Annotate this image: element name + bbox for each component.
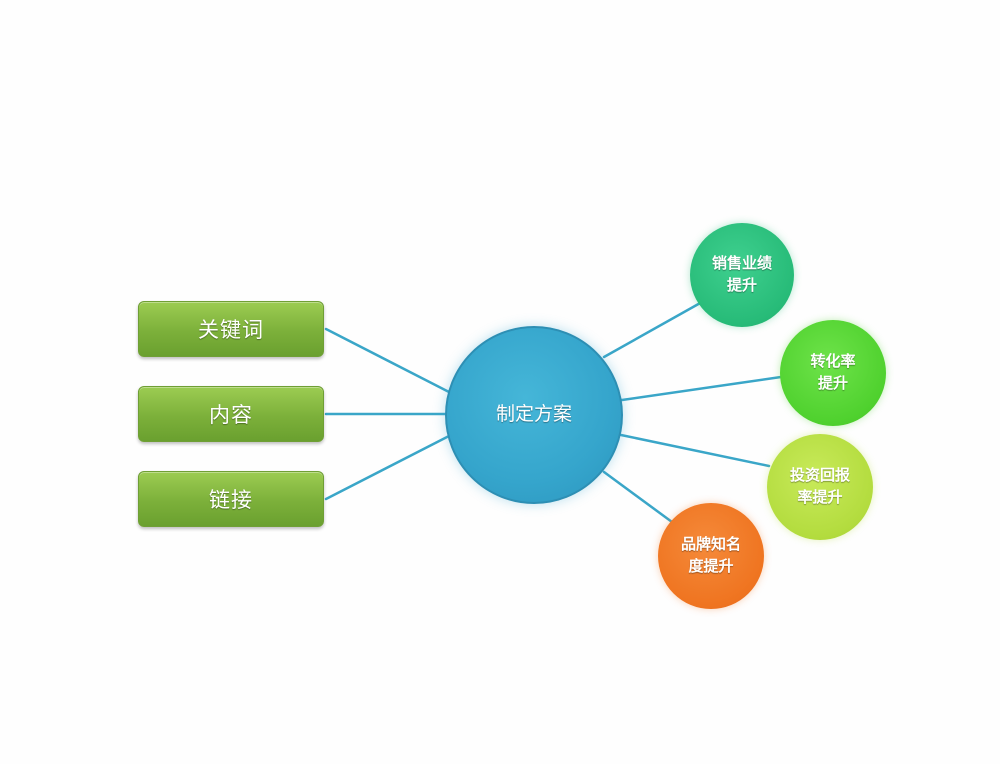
connector-roi [619,433,771,468]
connector-links [324,434,451,501]
node-brand-awareness: 品牌知名 度提升 [658,503,764,609]
connector-sales [602,300,704,359]
node-content-label: 内容 [209,403,253,427]
node-links: 链接 [138,471,324,527]
node-sales-line2: 提升 [726,276,757,294]
node-roi-line2: 率提升 [797,488,843,506]
center-node-label: 制定方案 [495,403,572,426]
node-links-label: 链接 [209,488,253,512]
node-sales-performance: 销售业绩 提升 [690,223,794,327]
connector-keywords [324,327,451,394]
node-brand-line1: 品牌知名 [680,535,741,554]
center-node: 制定方案 [445,326,623,504]
node-roi: 投资回报 率提升 [767,434,873,540]
connector-conversion [620,375,783,402]
node-sales-line1: 销售业绩 [711,254,772,273]
node-brand-line2: 度提升 [688,557,734,575]
node-conversion-line2: 提升 [817,374,848,392]
node-conversion-line1: 转化率 [810,352,856,371]
connector-brand [602,470,674,524]
node-keywords: 关键词 [138,301,324,357]
node-content: 内容 [138,386,324,442]
node-roi-line1: 投资回报 [789,466,850,485]
node-conversion-rate: 转化率 提升 [780,320,886,426]
node-keywords-label: 关键词 [198,318,264,342]
